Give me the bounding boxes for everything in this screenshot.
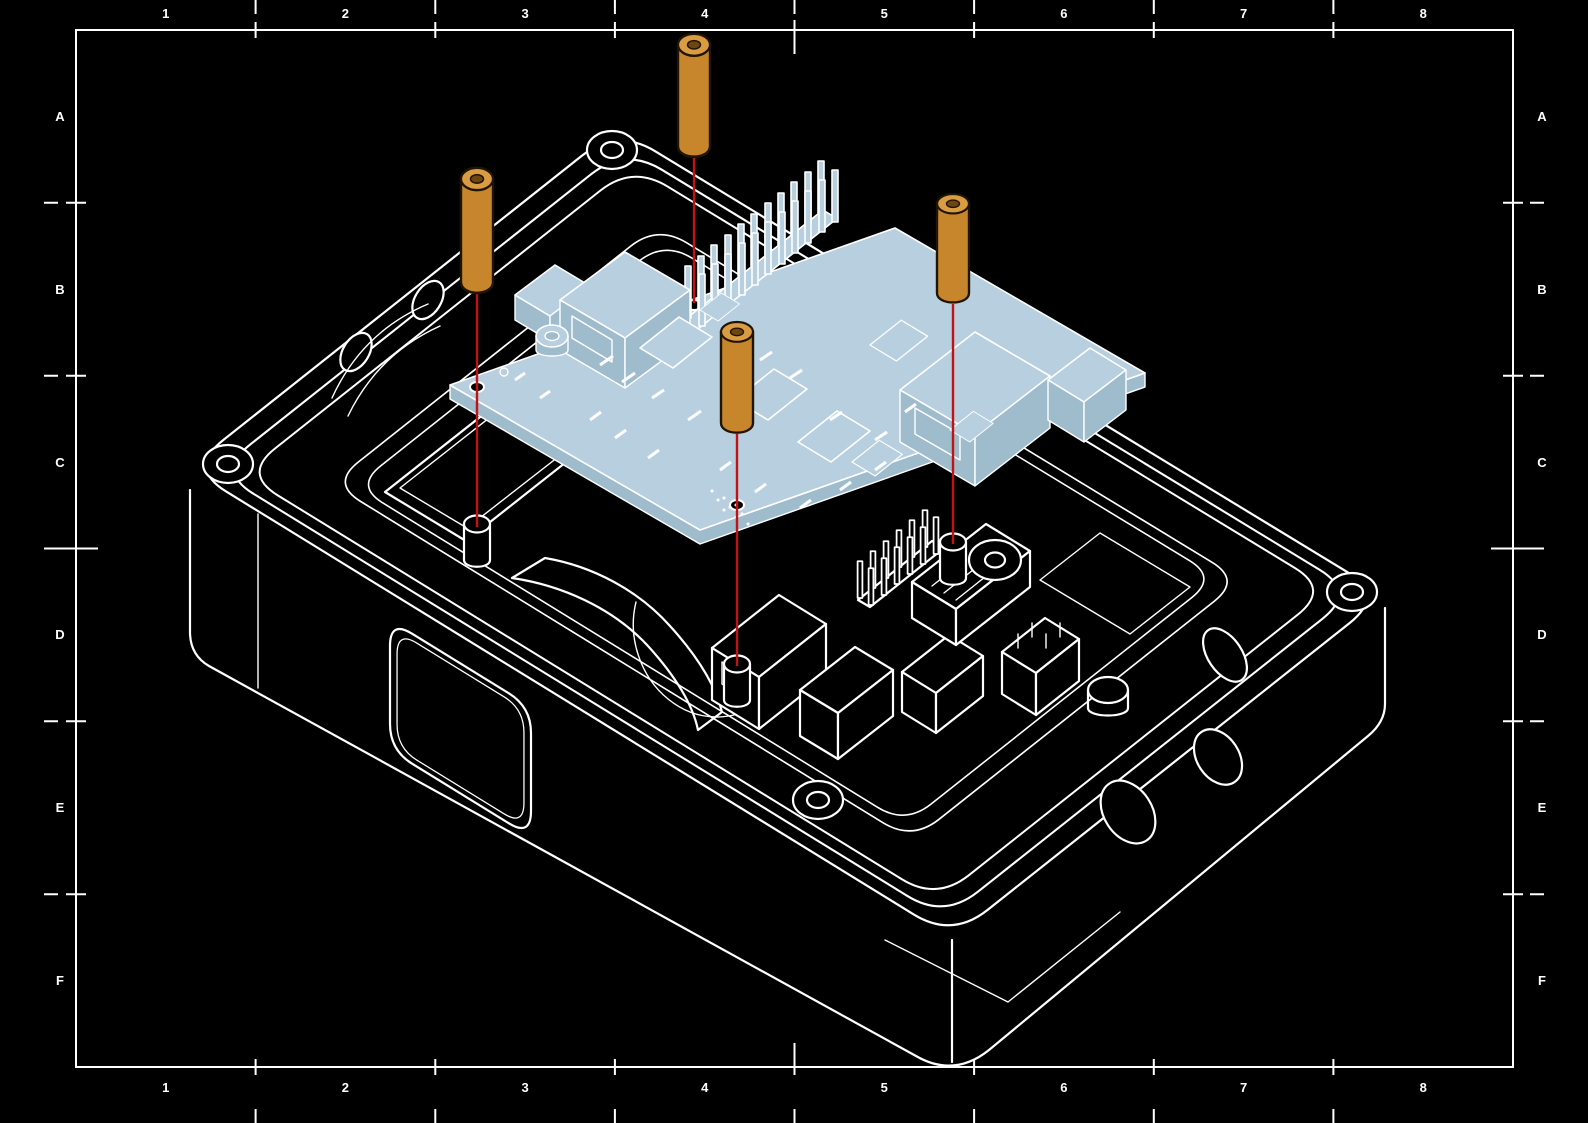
ribbon-cable bbox=[510, 556, 724, 732]
connector-block-hdmi bbox=[900, 633, 985, 735]
zone-label-top-7: 7 bbox=[1240, 6, 1247, 21]
ethernet-connector bbox=[899, 331, 1051, 487]
interior-panel bbox=[1039, 532, 1191, 635]
zone-label-top-8: 8 bbox=[1420, 6, 1427, 21]
zone-label-right-d: D bbox=[1537, 627, 1546, 642]
zone-label-left-e: E bbox=[56, 800, 65, 815]
smd-components bbox=[514, 350, 917, 510]
gland-hole-2 bbox=[1192, 728, 1244, 786]
zone-label-bottom-4: 4 bbox=[701, 1080, 709, 1095]
frame-ticks-top-border bbox=[254, 20, 1335, 54]
connector-block-usb bbox=[798, 645, 895, 761]
zone-label-right-b: B bbox=[1537, 282, 1546, 297]
enclosure bbox=[188, 129, 1387, 1067]
zone-label-bottom-2: 2 bbox=[342, 1080, 349, 1095]
gland-hole-1 bbox=[1099, 779, 1157, 845]
zone-label-bottom-6: 6 bbox=[1060, 1080, 1067, 1095]
zone-label-left-b: B bbox=[55, 282, 64, 297]
small-cylinder bbox=[1086, 675, 1130, 717]
zone-label-bottom-1: 1 bbox=[162, 1080, 169, 1095]
zone-label-left-a: A bbox=[55, 109, 65, 124]
frame-ticks-bottom-outer bbox=[254, 1109, 1335, 1123]
zone-label-bottom-7: 7 bbox=[1240, 1080, 1247, 1095]
zone-label-top-4: 4 bbox=[701, 6, 709, 21]
pcb-via bbox=[499, 367, 509, 377]
inductor bbox=[535, 324, 569, 357]
zone-label-top-3: 3 bbox=[521, 6, 528, 21]
pcb bbox=[449, 160, 1146, 545]
zone-label-right-c: C bbox=[1537, 455, 1547, 470]
zone-label-bottom-8: 8 bbox=[1420, 1080, 1427, 1095]
standoff-2 bbox=[676, 32, 712, 159]
alignment-lines bbox=[475, 158, 955, 666]
cable-hole-left-1 bbox=[411, 279, 445, 321]
edge-connector bbox=[1047, 347, 1127, 443]
standoff-1 bbox=[459, 166, 495, 295]
buzzer bbox=[967, 538, 1023, 582]
zone-label-bottom-5: 5 bbox=[881, 1080, 888, 1095]
frame-ticks-top-outer bbox=[254, 0, 1335, 14]
zone-label-left-f: F bbox=[56, 973, 64, 988]
left-wall-curve bbox=[331, 303, 441, 417]
frame-ticks-bottom-border bbox=[254, 1043, 1335, 1075]
zone-label-bottom-3: 3 bbox=[521, 1080, 528, 1095]
standoff-3 bbox=[719, 320, 755, 434]
corner-boss-front bbox=[791, 779, 845, 821]
enclosure-outer-wall bbox=[188, 488, 1387, 1067]
corner-boss-left bbox=[201, 443, 255, 485]
zone-label-top-6: 6 bbox=[1060, 6, 1067, 21]
connector-block-terminal bbox=[1000, 616, 1081, 717]
zone-label-top-2: 2 bbox=[342, 6, 349, 21]
enclosure-front-step bbox=[884, 911, 1121, 1003]
zone-label-right-a: A bbox=[1537, 109, 1547, 124]
zone-label-top-1: 1 bbox=[162, 6, 169, 21]
cable-hole-inner-right bbox=[1201, 627, 1249, 683]
corner-boss-top bbox=[585, 129, 639, 171]
corner-boss-right bbox=[1325, 571, 1379, 613]
zone-label-right-f: F bbox=[1538, 973, 1546, 988]
frame-ticks-right bbox=[1491, 201, 1544, 896]
zone-label-top-5: 5 bbox=[881, 6, 888, 21]
standoff-4 bbox=[935, 192, 971, 304]
zone-label-left-d: D bbox=[55, 627, 64, 642]
frame-ticks-left bbox=[44, 201, 98, 896]
zone-label-right-e: E bbox=[1538, 800, 1547, 815]
drawing-frame: 1 2 3 4 5 6 7 8 1 2 3 4 5 6 7 8 A B C D … bbox=[44, 0, 1547, 1123]
cable-hole-left-2 bbox=[339, 331, 373, 373]
zone-label-left-c: C bbox=[55, 455, 65, 470]
